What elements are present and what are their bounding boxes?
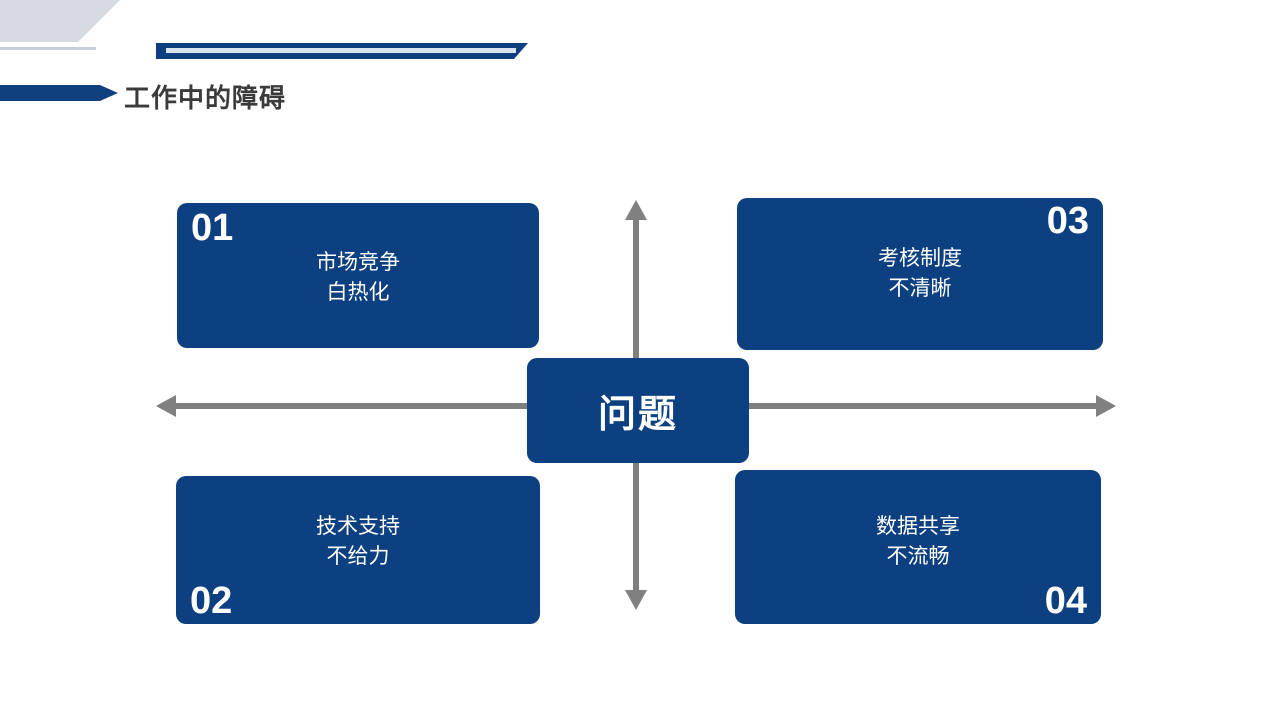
quadrant-text-01-line2: 白热化 <box>326 280 390 304</box>
quadrant-text-04-line2: 不流畅 <box>886 544 950 568</box>
quadrant-card-04[interactable]: 04 数据共享 不流畅 <box>735 470 1101 624</box>
center-node-label: 问题 <box>597 394 678 436</box>
arrow-right-icon <box>1096 395 1116 417</box>
decor-blue-bar-highlight <box>166 48 516 53</box>
decor-blue-arrow <box>0 85 118 101</box>
quadrant-card-03[interactable]: 03 考核制度 不清晰 <box>737 198 1103 350</box>
arrow-up-icon <box>625 200 647 220</box>
quadrant-card-01[interactable]: 01 市场竞争 白热化 <box>177 203 539 348</box>
quadrant-text-04: 数据共享 不流畅 <box>735 512 1101 572</box>
quadrant-text-02-line1: 技术支持 <box>316 515 400 538</box>
quadrant-text-01-line1: 市场竞争 <box>316 251 400 274</box>
quadrant-text-03-line1: 考核制度 <box>878 247 962 270</box>
quadrant-text-01: 市场竞争 白热化 <box>177 248 539 308</box>
quadrant-text-02: 技术支持 不给力 <box>176 512 540 572</box>
quadrant-number-03: 03 <box>1046 200 1089 242</box>
page-title: 工作中的障碍 <box>124 83 287 113</box>
quadrant-text-04-line1: 数据共享 <box>876 515 960 538</box>
quadrant-number-01: 01 <box>191 207 234 249</box>
decor-gray-line <box>0 47 96 50</box>
center-node[interactable]: 问题 <box>527 358 749 463</box>
quadrant-text-02-line2: 不给力 <box>326 544 390 568</box>
quadrant-text-03: 考核制度 不清晰 <box>737 244 1103 304</box>
quadrant-text-03-line2: 不清晰 <box>888 276 952 300</box>
quadrant-number-04: 04 <box>1044 580 1087 622</box>
quadrant-card-02[interactable]: 02 技术支持 不给力 <box>176 476 540 624</box>
quadrant-number-02: 02 <box>190 580 233 622</box>
arrow-left-icon <box>156 395 176 417</box>
arrow-down-icon <box>625 590 647 610</box>
